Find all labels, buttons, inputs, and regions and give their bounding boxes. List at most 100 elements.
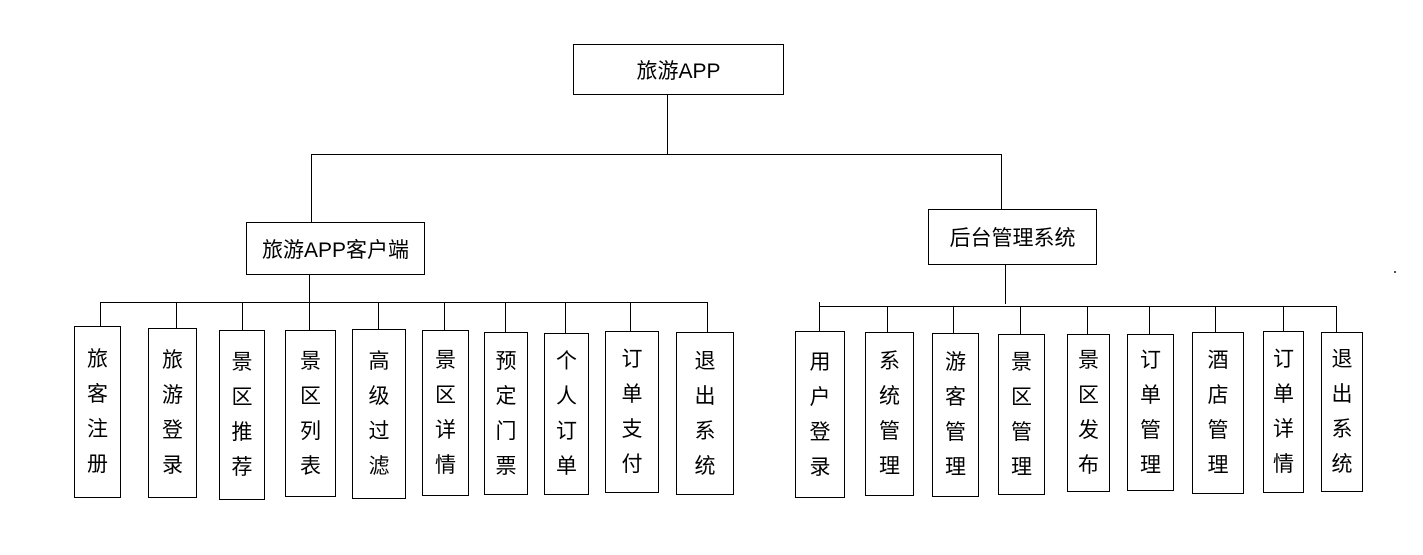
leaf-drop (707, 302, 708, 333)
leaf-label-char: 列 (300, 419, 321, 443)
leaf-label-char: 管 (879, 420, 900, 443)
leaf-label-char: 订 (1140, 348, 1161, 372)
client-leaf-3: 景区推荐 (219, 330, 265, 500)
leaf-label-char: 详 (1273, 418, 1294, 441)
leaf-label: 个人订单 (556, 344, 577, 484)
stray-dot (1394, 271, 1396, 273)
leaf-drop (887, 306, 888, 333)
leaf-label-char: 店 (1207, 384, 1229, 407)
client-node-label: 旅游APP客户端 (261, 238, 410, 262)
client-leaf-7: 预定门票 (484, 332, 528, 495)
leaf-label-char: 荐 (231, 456, 253, 479)
leaf-label-char: 人 (556, 385, 577, 408)
admin-node-label: 后台管理系统 (949, 227, 1076, 250)
leaf-label-char: 游 (945, 351, 966, 374)
leaf-label-char: 情 (1273, 453, 1294, 476)
leaf-label-char: 发 (1078, 419, 1099, 442)
leaf-drop (1020, 306, 1021, 335)
leaf-label-char: 退 (1331, 348, 1353, 371)
leaf-label-char: 推 (231, 421, 253, 444)
leaf-drop (309, 302, 310, 331)
leaf-drop (176, 302, 177, 329)
leaf-label-char: 单 (1273, 383, 1294, 406)
leaf-label-char: 退 (694, 349, 716, 373)
leaf-drop (819, 306, 820, 332)
leaf-drop (444, 302, 445, 331)
leaf-label: 旅客注册 (87, 342, 108, 482)
leaf-drop (565, 302, 566, 334)
leaf-label: 景区列表 (300, 344, 321, 484)
client-drop-line (311, 154, 312, 223)
leaf-label: 订单支付 (622, 342, 643, 482)
client-leaf-8: 个人订单 (544, 333, 589, 495)
leaf-label-char: 详 (435, 419, 456, 442)
root-node-label: 旅游APP (636, 59, 721, 83)
leaf-label-char: 定 (495, 384, 517, 408)
leaf-label: 订单管理 (1140, 343, 1161, 483)
leaf-label: 酒店管理 (1208, 343, 1229, 483)
leaf-label-char: 景 (231, 351, 253, 374)
leaf-label: 景区发布 (1078, 343, 1099, 483)
leaf-label-char: 统 (694, 454, 716, 478)
admin-leaf-5: 景区发布 (1067, 334, 1110, 492)
leaf-label-char: 景 (1078, 349, 1099, 372)
leaf-label: 退出系统 (695, 344, 716, 484)
admin-bus-line (819, 306, 1337, 307)
leaf-label-char: 酒 (1207, 349, 1229, 372)
leaf-label-char: 理 (1207, 454, 1229, 477)
leaf-label-char: 理 (1140, 453, 1161, 477)
admin-leaf-8: 订单详情 (1263, 331, 1304, 493)
leaf-drop (242, 302, 243, 331)
client-bus-line (100, 302, 708, 303)
leaf-label-char: 户 (809, 385, 831, 409)
leaf-label: 景区管理 (1011, 345, 1032, 485)
leaf-label-char: 区 (231, 386, 253, 409)
leaf-label: 旅游登录 (162, 343, 183, 483)
leaf-label-char: 表 (300, 454, 321, 478)
leaf-label: 游客管理 (945, 345, 966, 485)
admin-node: 后台管理系统 (928, 209, 1097, 265)
leaf-drop (630, 302, 631, 332)
client-leaf-2: 旅游登录 (148, 328, 197, 498)
leaf-label-char: 过 (368, 420, 390, 443)
leaf-label-char: 订 (621, 348, 643, 371)
admin-stem-line (1005, 264, 1006, 304)
admin-leaf-7: 酒店管理 (1192, 332, 1244, 494)
leaf-label-char: 用 (809, 350, 831, 374)
leaf-label-char: 管 (1207, 419, 1229, 442)
leaf-label-char: 景 (435, 349, 456, 372)
root-bus-line (311, 154, 1002, 155)
leaf-label-char: 布 (1078, 454, 1099, 477)
leaf-label-char: 客 (945, 386, 966, 409)
leaf-label-char: 区 (1011, 385, 1032, 409)
admin-leaf-3: 游客管理 (932, 333, 979, 497)
leaf-label-char: 订 (556, 420, 577, 443)
leaf-label-char: 个 (556, 350, 577, 373)
client-leaf-9: 订单支付 (605, 331, 659, 493)
leaf-label: 用户登录 (810, 345, 831, 485)
leaf-label-char: 游 (162, 384, 183, 407)
leaf-label-char: 预 (495, 349, 517, 373)
leaf-label-char: 登 (162, 419, 183, 442)
root-trunk-line (667, 94, 668, 155)
leaf-label: 系统管理 (879, 344, 900, 484)
client-stem-line (309, 274, 310, 303)
admin-bus-tick (819, 302, 820, 307)
leaf-drop (1336, 306, 1337, 333)
client-leaf-5: 高级过滤 (352, 329, 406, 499)
leaf-label-char: 管 (945, 421, 966, 444)
leaf-label-char: 理 (945, 456, 966, 479)
client-leaf-4: 景区列表 (285, 330, 336, 497)
leaf-label-char: 登 (809, 420, 831, 444)
leaf-label-char: 客 (87, 383, 108, 406)
leaf-label-char: 理 (879, 455, 900, 478)
admin-leaf-9: 退出系统 (1321, 332, 1363, 492)
leaf-label-char: 旅 (162, 349, 183, 372)
leaf-label-char: 录 (809, 455, 831, 479)
leaf-drop (505, 302, 506, 333)
leaf-label-char: 系 (694, 419, 716, 443)
leaf-label-char: 支 (621, 418, 643, 441)
leaf-label-char: 付 (621, 453, 643, 476)
leaf-label: 景区推荐 (232, 345, 253, 485)
